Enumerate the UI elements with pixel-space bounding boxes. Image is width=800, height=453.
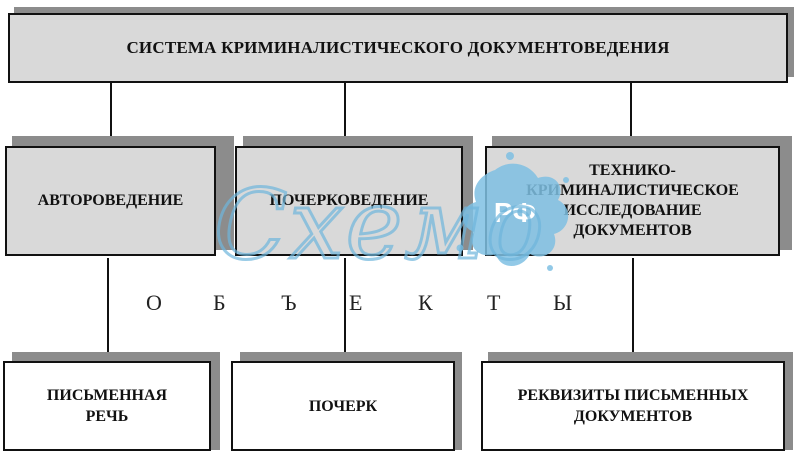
handwriting-object-box: ПОЧЕРК bbox=[231, 361, 455, 451]
handwriting-object-label: ПОЧЕРК bbox=[308, 397, 378, 415]
objects-letter: Ъ bbox=[281, 290, 297, 315]
technical-label-line-2: КРИМИНАЛИСТИЧЕСКОЕ bbox=[526, 182, 739, 199]
title-box: СИСТЕМА КРИМИНАЛИСТИЧЕСКОГО ДОКУМЕНТОВЕД… bbox=[8, 13, 788, 83]
requisites-label-line-1: РЕКВИЗИТЫ ПИСЬМЕННЫХ bbox=[517, 387, 749, 404]
objects-letter: Е bbox=[349, 290, 363, 315]
technical-label-line-4: ДОКУМЕНТОВ bbox=[573, 222, 692, 239]
requisites-label-line-2: ДОКУМЕНТОВ bbox=[573, 408, 693, 425]
objects-letter: Т bbox=[487, 290, 501, 315]
objects-letter: К bbox=[418, 290, 433, 315]
objects-letter: Ы bbox=[553, 290, 573, 315]
speech-box: ПИСЬМЕННАЯ РЕЧЬ bbox=[3, 361, 211, 451]
objects-letter: Б bbox=[213, 290, 226, 315]
speech-label-line-2: РЕЧЬ bbox=[85, 408, 129, 425]
technical-label-line-3: ИССЛЕДОВАНИЕ bbox=[563, 202, 702, 219]
title-text: СИСТЕМА КРИМИНАЛИСТИЧЕСКОГО ДОКУМЕНТОВЕД… bbox=[126, 38, 670, 57]
handwriting-box: ПОЧЕРКОВЕДЕНИЕ bbox=[235, 146, 463, 256]
speech-label-line-1: ПИСЬМЕННАЯ bbox=[46, 387, 168, 404]
objects-label: О Б Ъ Е К Т Ы bbox=[0, 290, 800, 320]
authorship-box: АВТОРОВЕДЕНИЕ bbox=[5, 146, 216, 256]
technical-box: ТЕХНИКО- КРИМИНАЛИСТИЧЕСКОЕ ИССЛЕДОВАНИЕ… bbox=[485, 146, 780, 256]
handwriting-label: ПОЧЕРКОВЕДЕНИЕ bbox=[269, 192, 429, 209]
technical-label-line-1: ТЕХНИКО- bbox=[589, 162, 676, 179]
objects-letter: О bbox=[146, 290, 162, 315]
requisites-box: РЕКВИЗИТЫ ПИСЬМЕННЫХ ДОКУМЕНТОВ bbox=[481, 361, 785, 451]
authorship-label: АВТОРОВЕДЕНИЕ bbox=[37, 192, 184, 209]
